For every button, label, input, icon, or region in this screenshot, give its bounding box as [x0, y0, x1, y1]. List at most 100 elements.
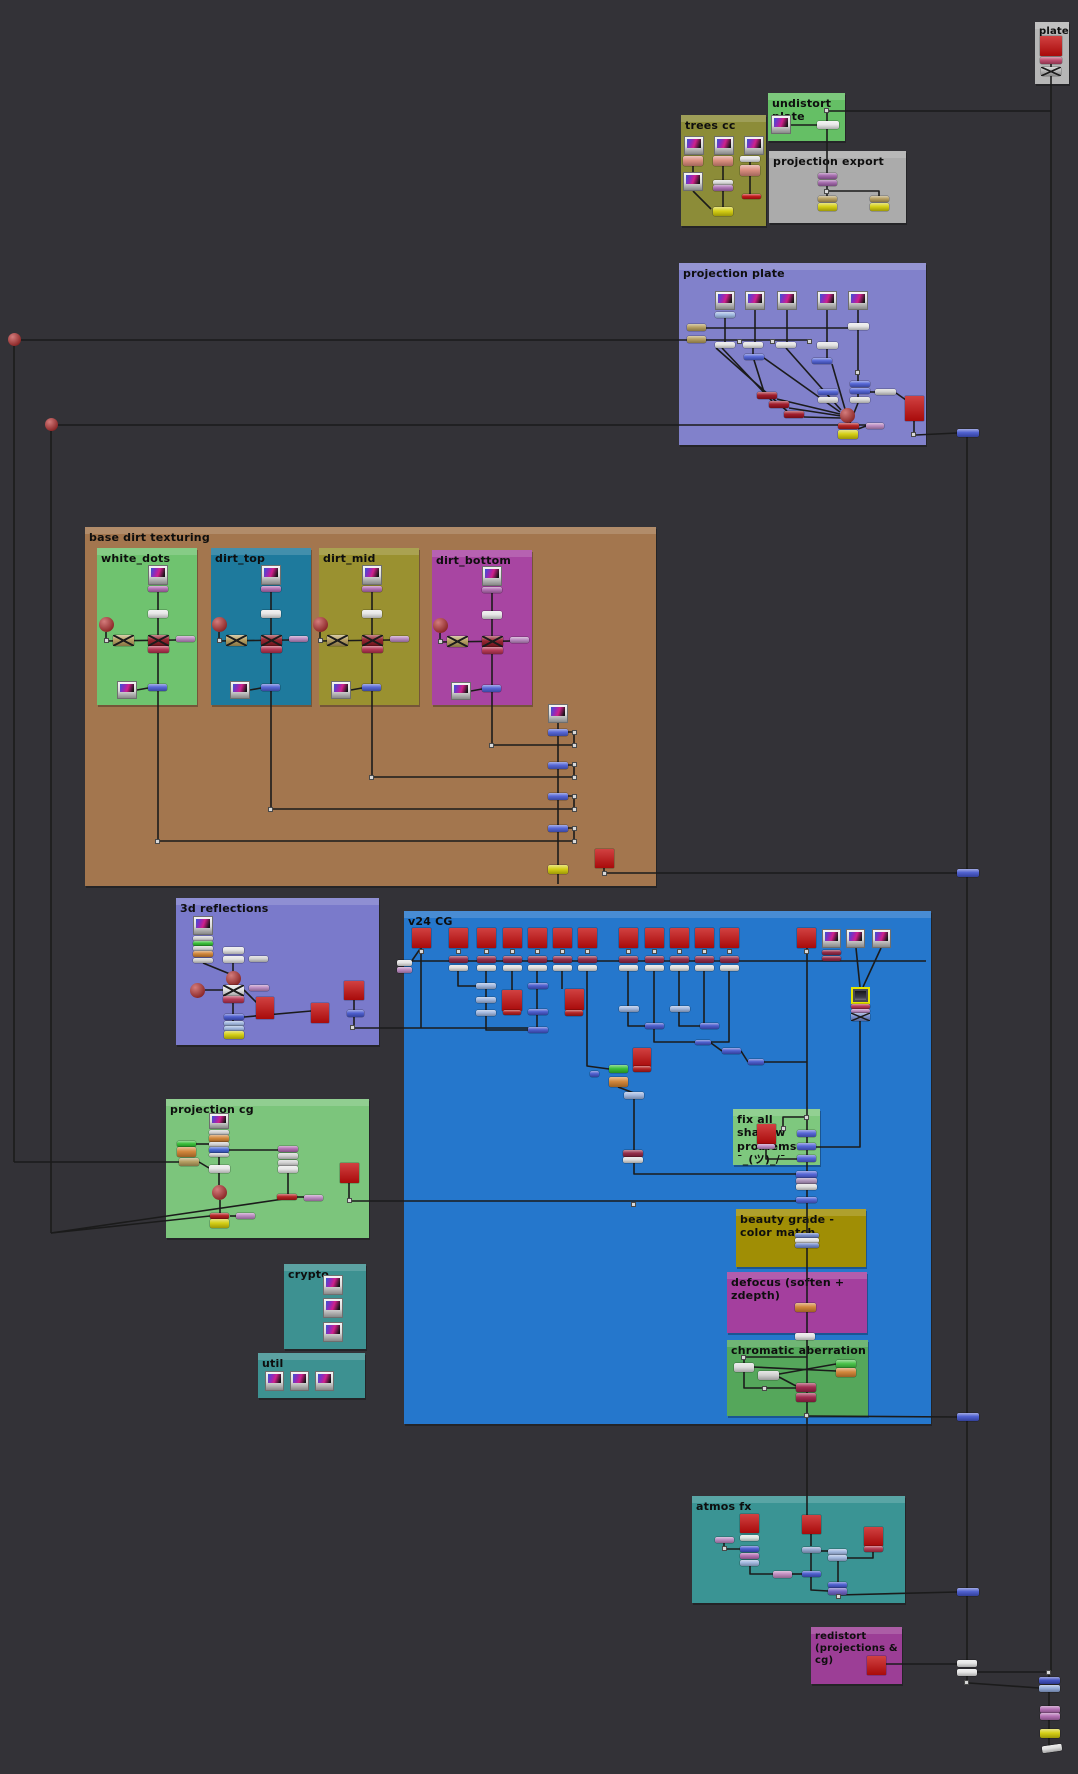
node-bar[interactable]: [866, 423, 884, 429]
node-bar[interactable]: [818, 389, 838, 395]
node-bar[interactable]: [740, 1560, 759, 1566]
node-bar[interactable]: [817, 342, 838, 349]
junction-dot[interactable]: [489, 743, 494, 748]
node-bar[interactable]: [757, 392, 777, 399]
square-node[interactable]: [720, 928, 739, 948]
square-node[interactable]: [578, 928, 597, 948]
node-bar[interactable]: [177, 1141, 196, 1147]
node-bar[interactable]: [851, 1004, 870, 1009]
read-thumbnail-node[interactable]: [482, 566, 502, 586]
square-node[interactable]: [553, 928, 572, 948]
read-thumbnail-node[interactable]: [817, 291, 837, 310]
selected-thumbnail-node[interactable]: [851, 987, 870, 1004]
junction-dot[interactable]: [602, 871, 607, 876]
node-bar[interactable]: [722, 1048, 741, 1054]
node-bar[interactable]: [670, 1006, 690, 1012]
node-bar[interactable]: [795, 1333, 815, 1340]
square-node[interactable]: [311, 1003, 329, 1023]
node-bar[interactable]: [619, 1006, 639, 1012]
node-bar[interactable]: [148, 684, 167, 691]
node-bar[interactable]: [148, 646, 169, 653]
junction-dot[interactable]: [369, 775, 374, 780]
node-bar[interactable]: [249, 985, 269, 991]
square-node[interactable]: [757, 1124, 776, 1144]
node-bar[interactable]: [277, 1194, 297, 1200]
junction-dot[interactable]: [572, 839, 577, 844]
node-bar[interactable]: [209, 1142, 229, 1147]
node-bar[interactable]: [224, 1021, 244, 1026]
node-bar[interactable]: [362, 684, 381, 691]
square-node[interactable]: [449, 928, 468, 948]
disabled-node[interactable]: [447, 636, 468, 647]
junction-dot[interactable]: [572, 807, 577, 812]
junction-dot[interactable]: [855, 370, 860, 375]
read-thumbnail-node[interactable]: [872, 929, 891, 948]
node-bar[interactable]: [304, 1195, 323, 1201]
junction-dot[interactable]: [572, 730, 577, 735]
read-thumbnail-node[interactable]: [744, 136, 764, 155]
read-thumbnail-node[interactable]: [209, 1113, 229, 1129]
node-bar[interactable]: [482, 647, 503, 654]
node-bar[interactable]: [362, 586, 382, 592]
junction-dot[interactable]: [677, 949, 682, 954]
node-bar[interactable]: [397, 967, 412, 973]
dot-node[interactable]: [313, 617, 328, 632]
junction-dot[interactable]: [217, 638, 222, 643]
junction-dot[interactable]: [824, 189, 829, 194]
disabled-node[interactable]: [1041, 67, 1061, 76]
node-bar[interactable]: [224, 1014, 244, 1020]
node-bar[interactable]: [619, 965, 638, 971]
read-thumbnail-node[interactable]: [315, 1371, 334, 1391]
node-bar[interactable]: [193, 941, 213, 946]
node-bar[interactable]: [623, 1157, 643, 1163]
node-bar[interactable]: [1039, 1685, 1060, 1692]
node-bar[interactable]: [796, 1383, 816, 1392]
node-bar[interactable]: [482, 611, 502, 619]
node-bar[interactable]: [818, 180, 837, 186]
node-bar[interactable]: [193, 946, 213, 951]
square-node[interactable]: [256, 997, 274, 1019]
junction-dot[interactable]: [911, 432, 916, 437]
junction-dot[interactable]: [762, 1386, 767, 1391]
node-bar[interactable]: [734, 1363, 754, 1372]
backdrop-projection-cg[interactable]: projection cg: [166, 1099, 369, 1238]
junction-dot[interactable]: [964, 1680, 969, 1685]
node-bar[interactable]: [796, 1197, 817, 1203]
junction-dot[interactable]: [560, 949, 565, 954]
junction-dot[interactable]: [268, 807, 273, 812]
junction-dot[interactable]: [318, 638, 323, 643]
node-bar[interactable]: [503, 965, 522, 971]
node-bar[interactable]: [795, 1303, 816, 1312]
read-thumbnail-node[interactable]: [117, 681, 137, 699]
node-bar[interactable]: [795, 1243, 819, 1248]
node-bar[interactable]: [477, 965, 496, 971]
junction-dot[interactable]: [626, 949, 631, 954]
junction-dot[interactable]: [804, 1413, 809, 1418]
node-bar[interactable]: [713, 185, 733, 191]
junction-dot[interactable]: [350, 1025, 355, 1030]
node-bar[interactable]: [850, 388, 870, 394]
junction-dot[interactable]: [510, 949, 515, 954]
node-bar[interactable]: [822, 956, 841, 961]
node-bar[interactable]: [748, 1059, 764, 1065]
node-bar[interactable]: [223, 996, 244, 1003]
junction-dot[interactable]: [456, 949, 461, 954]
node-bar[interactable]: [476, 997, 496, 1003]
square-node[interactable]: [1040, 36, 1062, 56]
read-thumbnail-node[interactable]: [323, 1275, 343, 1295]
node-bar[interactable]: [817, 121, 839, 129]
node-bar[interactable]: [797, 1155, 816, 1162]
junction-dot[interactable]: [836, 1594, 841, 1599]
node-bar[interactable]: [645, 1023, 664, 1029]
backdrop-projection-export[interactable]: projection export: [769, 151, 906, 223]
node-bar[interactable]: [236, 1213, 255, 1219]
node-bar[interactable]: [578, 956, 597, 963]
square-node[interactable]: [344, 981, 364, 1000]
node-bar[interactable]: [261, 646, 282, 653]
node-bar[interactable]: [836, 1368, 856, 1377]
node-bar[interactable]: [210, 1213, 229, 1219]
square-node[interactable]: [645, 928, 664, 948]
node-bar[interactable]: [796, 1171, 817, 1178]
square-node[interactable]: [797, 928, 816, 948]
junction-dot[interactable]: [104, 638, 109, 643]
